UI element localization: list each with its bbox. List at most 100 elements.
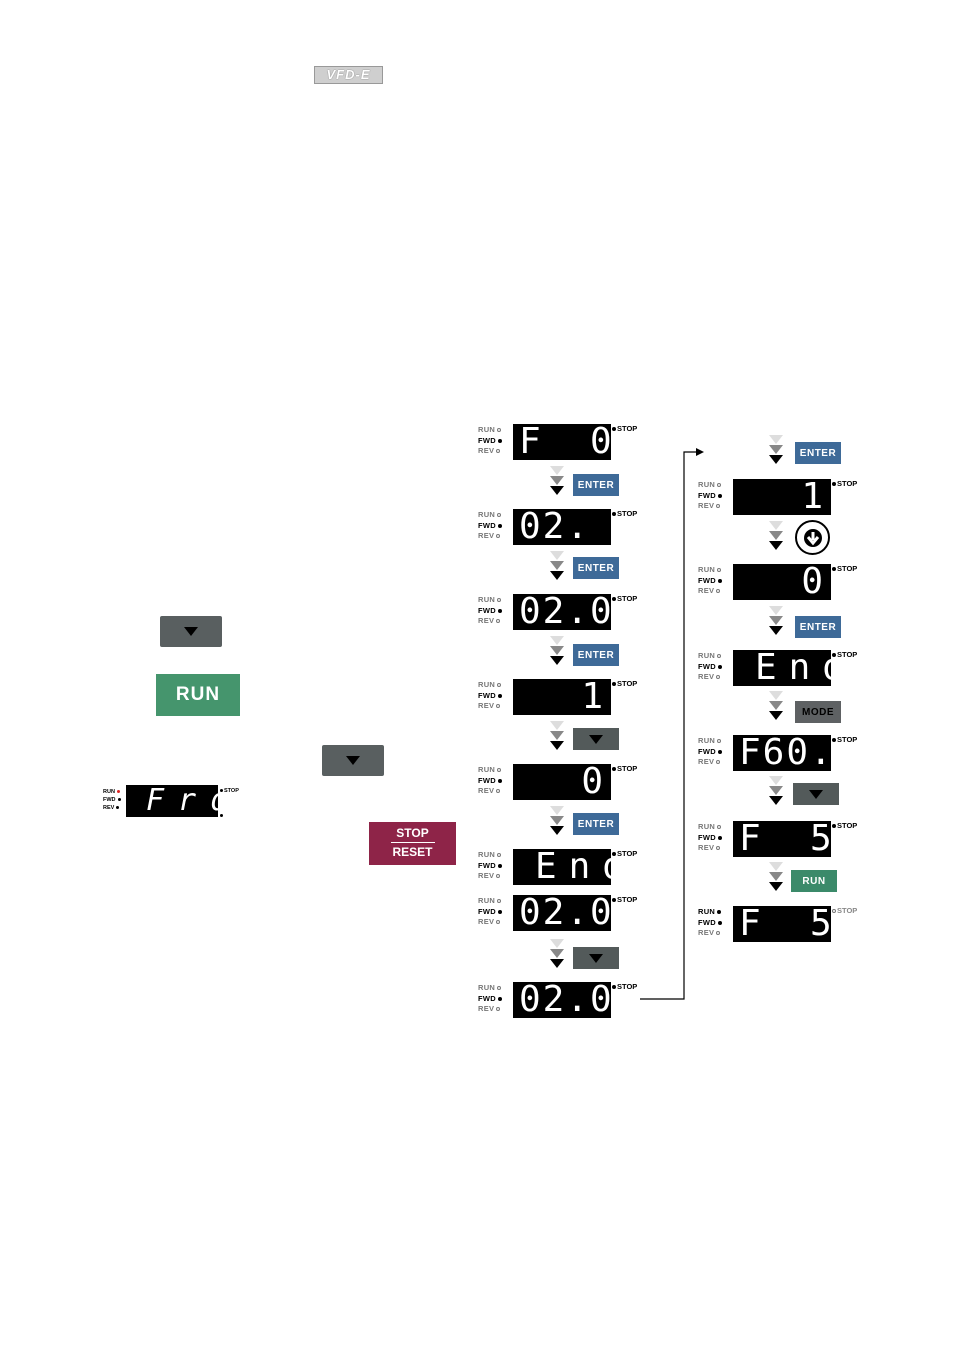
stop-indicator: STOP: [832, 650, 857, 660]
rev-indicator: REV: [478, 616, 510, 627]
fwd-indicator: FWD: [478, 994, 510, 1005]
fwd-indicator: FWD: [478, 861, 510, 872]
led-display: 1: [513, 679, 611, 715]
enter-button[interactable]: ENTER: [795, 616, 841, 638]
fwd-indicator: FWD: [698, 576, 730, 587]
stop-indicator: STOP: [612, 594, 637, 604]
fwd-indicator: FWD: [698, 747, 730, 758]
stop-indicator: STOP: [612, 895, 637, 905]
run-button[interactable]: RUN: [791, 870, 837, 892]
enter-button[interactable]: ENTER: [573, 813, 619, 835]
run-indicator: RUN: [478, 595, 510, 606]
led-display: 02.: [513, 509, 611, 545]
stop-indicator: STOP: [612, 679, 637, 689]
fwd-indicator: FWD: [478, 691, 510, 702]
flow-arrow-icon: [550, 806, 564, 836]
stop-indicator: STOP: [832, 735, 857, 745]
led-display: 02.01: [513, 982, 635, 1018]
run-indicator: RUN: [478, 896, 510, 907]
fwd-indicator: FWD: [478, 776, 510, 787]
run-indicator: RUN: [478, 983, 510, 994]
run-indicator: RUN: [478, 680, 510, 691]
rev-indicator: REV: [478, 917, 510, 928]
rev-indicator: REV: [698, 586, 730, 597]
stop-indicator: STOP: [832, 479, 857, 489]
flow-arrow-icon: [769, 521, 783, 551]
run-indicator: RUN: [698, 822, 730, 833]
rev-indicator: REV: [103, 804, 121, 812]
rev-indicator: REV: [698, 757, 730, 768]
fwd-indicator: FWD: [698, 662, 730, 673]
vfd-e-logo: VFD-E: [314, 66, 383, 84]
mode-button[interactable]: MODE: [795, 701, 841, 723]
led-display: 02.00: [513, 895, 635, 931]
down-button[interactable]: [793, 783, 839, 805]
down-circle-button[interactable]: [795, 520, 830, 555]
flow-arrow-icon: [550, 721, 564, 751]
rev-indicator: REV: [478, 531, 510, 542]
frd-display-panel: RUN FWD REV Frd STOP: [103, 785, 253, 818]
fwd-indicator: FWD: [478, 436, 510, 447]
fwd-indicator: FWD: [478, 606, 510, 617]
run-indicator: RUN: [478, 510, 510, 521]
down-arrow-icon: [589, 953, 603, 963]
down-arrow-icon: [809, 789, 823, 799]
rev-indicator: REV: [698, 843, 730, 854]
led-display: 0: [513, 764, 611, 800]
frd-display: Frd: [126, 785, 228, 817]
stop-indicator: STOP: [612, 424, 637, 434]
flow-arrow-icon: [769, 435, 783, 465]
run-indicator: RUN: [478, 425, 510, 436]
rev-indicator: REV: [478, 701, 510, 712]
arrow-down-circle-icon: [803, 528, 822, 547]
led-display: F 5.0: [733, 906, 879, 942]
run-key-button[interactable]: RUN: [156, 674, 240, 716]
down-key-button-2[interactable]: [322, 745, 384, 776]
stop-indicator: STOP: [832, 821, 857, 831]
led-display: 0: [733, 564, 831, 600]
fwd-indicator: FWD: [478, 907, 510, 918]
down-button[interactable]: [573, 947, 619, 969]
down-arrow-icon: [589, 734, 603, 744]
flow-arrow-icon: [550, 551, 564, 581]
enter-button[interactable]: ENTER: [573, 474, 619, 496]
stop-indicator: STOP: [612, 849, 637, 859]
led-display: F 5.0: [733, 821, 879, 857]
stop-reset-button[interactable]: STOP RESET: [369, 822, 456, 865]
stop-indicator: STOP: [220, 788, 239, 794]
stop-label: STOP: [396, 826, 429, 840]
run-indicator: RUN: [103, 788, 121, 796]
reset-label: RESET: [392, 845, 433, 859]
enter-button[interactable]: ENTER: [795, 442, 841, 464]
flow-arrow-icon: [550, 939, 564, 969]
stop-indicator: STOP: [612, 982, 637, 992]
enter-button[interactable]: ENTER: [573, 644, 619, 666]
flow-arrow-icon: [769, 776, 783, 806]
rev-indicator: REV: [478, 871, 510, 882]
rev-indicator: REV: [698, 672, 730, 683]
run-indicator: RUN: [478, 850, 510, 861]
stop-indicator: STOP: [832, 906, 857, 916]
run-indicator: RUN: [698, 480, 730, 491]
flow-arrow-icon: [769, 691, 783, 721]
led-display: 1: [733, 479, 831, 515]
rev-indicator: REV: [478, 786, 510, 797]
connector-arrow-icon: [640, 448, 704, 1000]
stop-indicator: STOP: [612, 764, 637, 774]
rev-indicator: REV: [478, 446, 510, 457]
led-display: 02.00: [513, 594, 635, 630]
enter-button[interactable]: ENTER: [573, 557, 619, 579]
run-indicator: RUN: [698, 907, 730, 918]
down-key-button[interactable]: [160, 616, 222, 647]
down-button[interactable]: [573, 728, 619, 750]
led-display: F 0.0: [513, 424, 659, 460]
divider: [390, 842, 435, 843]
